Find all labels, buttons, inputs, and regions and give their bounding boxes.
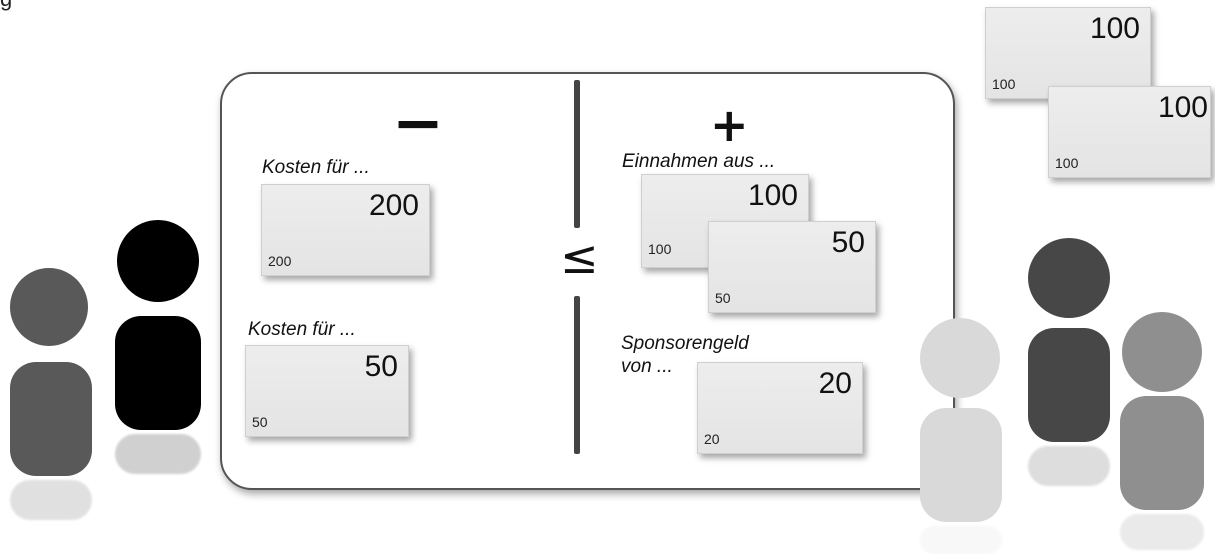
- person-reflection: [920, 526, 1002, 554]
- person-head: [920, 318, 1000, 398]
- person-head: [1122, 312, 1202, 392]
- banknote-100-loose-2: 100 100: [1048, 86, 1211, 178]
- banknote-small-value: 200: [268, 253, 292, 269]
- divider-bottom: [574, 296, 580, 454]
- plus-sign: +: [710, 98, 749, 152]
- banknote-small-value: 100: [992, 76, 1016, 92]
- banknote-20-sponsor: 20 20: [697, 362, 863, 454]
- banknote-value: 20: [818, 367, 852, 400]
- banknote-50-cost: 50 50: [245, 345, 409, 437]
- person-reflection: [115, 434, 201, 474]
- person-reflection: [10, 480, 92, 520]
- person-reflection: [1120, 514, 1204, 550]
- cost-label-2: Kosten für ...: [248, 319, 356, 340]
- person-body: [1028, 328, 1110, 442]
- banknote-50-income: 50 50: [708, 221, 876, 313]
- banknote-value: 100: [747, 179, 798, 212]
- person-head: [117, 220, 199, 302]
- banknote-small-value: 50: [252, 414, 268, 430]
- banknote-value: 200: [368, 189, 419, 222]
- banknote-value: 100: [1157, 91, 1208, 124]
- person-body: [1120, 396, 1204, 510]
- divider-top: [574, 80, 580, 228]
- person-body: [10, 362, 92, 476]
- banknote-value: 50: [831, 226, 865, 259]
- cost-label-1: Kosten für ...: [262, 157, 370, 178]
- sponsor-label: Sponsorengeld von ...: [621, 333, 749, 377]
- person-head: [10, 268, 88, 346]
- person-body: [920, 408, 1002, 522]
- banknote-small-value: 20: [704, 431, 720, 447]
- income-label: Einnahmen aus ...: [622, 151, 776, 172]
- banknote-value: 100: [1089, 12, 1140, 45]
- figure-corner-letter: g: [0, 0, 12, 12]
- banknote-100-loose-1: 100 100: [985, 7, 1151, 99]
- banknote-value: 50: [364, 350, 398, 383]
- banknote-small-value: 50: [715, 290, 731, 306]
- banknote-small-value: 100: [1055, 155, 1079, 171]
- person-body: [115, 316, 201, 430]
- person-head: [1028, 238, 1110, 318]
- less-or-equal-symbol: ≤: [560, 230, 599, 284]
- banknote-small-value: 100: [648, 241, 672, 257]
- banknote-200: 200 200: [261, 184, 430, 276]
- minus-sign: −: [392, 86, 444, 159]
- person-reflection: [1028, 446, 1110, 486]
